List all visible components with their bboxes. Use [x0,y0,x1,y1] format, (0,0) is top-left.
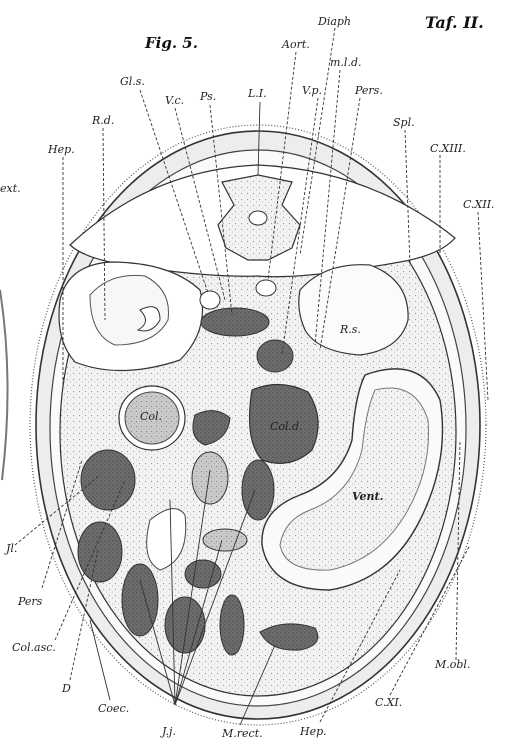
aorta [256,280,276,296]
label-vc: V.c. [165,94,184,107]
label-colasc: Col.asc. [12,641,56,654]
label-ext: ext. [0,182,21,195]
label-col: Col. [140,410,162,423]
label-spl: Spl. [393,116,415,129]
label-jj: J.j. [160,725,176,738]
label-cxi: C.XI. [375,696,402,709]
label-gls: Gl.s. [120,75,145,88]
label-pers-top: Pers. [354,84,383,97]
label-pers-left: Pers [17,595,43,608]
label-mrect: M.rect. [221,727,263,740]
spinal-canal [249,211,267,225]
label-rs: R.s. [339,323,361,336]
label-cold: Col.d. [270,420,303,433]
jejunum-loop-5 [185,560,221,588]
label-rd: R.d. [91,114,114,127]
label-d: D [61,682,71,695]
label-ps: Ps. [199,90,216,103]
jejunum-loop-4 [203,529,247,551]
label-diaph: Diaph [317,15,351,28]
label-mld: m.l.d. [330,56,361,69]
caecum [78,522,122,582]
label-cxii: C.XII. [463,198,495,211]
adjacent-section-edge [0,290,8,480]
colon-ascending [81,450,135,510]
label-hep-left: Hep. [47,143,75,156]
label-cxiii: C.XIII. [430,142,466,155]
portal-vessel [257,340,293,372]
vena-cava [200,291,220,309]
figure-number: Fig. 5. [144,34,198,52]
label-aort: Aort. [281,38,310,51]
label-hep-bottom: Hep. [299,725,327,738]
label-li: L.I. [247,87,267,100]
label-mobl: M.obl. [434,658,470,671]
plate-title: Taf. II. [425,13,484,32]
label-vent: Vent. [352,490,384,503]
pancreas [201,308,269,336]
label-jl: Jl. [4,542,17,555]
label-vp: V.p. [302,84,322,97]
jejunum-loop-2 [165,597,205,653]
intestine-loop-1 [192,452,228,504]
label-coec: Coec. [98,702,129,715]
jejunum-loop-3 [220,595,244,655]
